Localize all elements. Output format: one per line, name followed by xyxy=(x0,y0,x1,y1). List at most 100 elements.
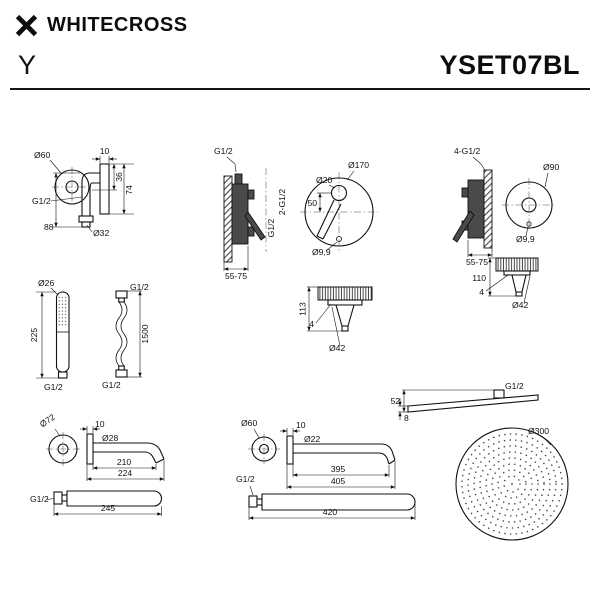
label-trim-hole-dia: Ø9,9 xyxy=(312,241,338,257)
dim-arm-420: 420 xyxy=(248,504,416,520)
dim-label: 50 xyxy=(307,198,317,208)
arm-extension-tube xyxy=(261,493,416,511)
trim-hole xyxy=(336,236,342,242)
trim-plate xyxy=(304,177,374,247)
arm-extension-nut xyxy=(248,495,258,508)
dim-label: G1/2 xyxy=(214,146,233,156)
dim-label: 210 xyxy=(117,457,132,467)
label-head-thread: G1/2 xyxy=(505,381,524,391)
drawing-head-face: Ø300 xyxy=(455,426,569,541)
label-handle-dia: Ø20 xyxy=(316,175,336,189)
label-outlet-flange-dia: Ø60 xyxy=(34,150,62,174)
valve-lever xyxy=(452,210,475,243)
dim-label: 405 xyxy=(331,476,346,486)
label-head-dia: Ø300 xyxy=(528,426,552,446)
dim-label: 420 xyxy=(323,507,338,517)
hose-wave xyxy=(120,301,128,367)
escutcheon-edge xyxy=(503,270,531,276)
dim-label: 395 xyxy=(331,464,346,474)
label-spout-tube-dia: Ø28 xyxy=(102,433,118,443)
dim-label: 4 xyxy=(309,319,314,329)
dim-trim-flange: 4 xyxy=(309,303,332,329)
drawing-mixer-b: 4-G1/2 55-75 Ø90 Ø9 xyxy=(452,146,559,310)
hand-shower-nut xyxy=(57,371,68,379)
dim-hand-shower-length: 225 xyxy=(29,291,58,379)
wall-section xyxy=(483,169,493,249)
drawing-outlet-elbow: Ø60 10 36 xyxy=(32,146,134,238)
dim-outlet-height: 88 xyxy=(44,172,82,232)
body-taper xyxy=(335,304,355,327)
dim-label: Ø60 xyxy=(34,150,50,160)
valve-port xyxy=(461,187,469,198)
label-rough-in-thread-top: G1/2 xyxy=(214,146,237,173)
dim-label: G1/2 xyxy=(32,196,51,206)
dim-label: G1/2 xyxy=(30,494,49,504)
dim-mixer-b-height: 110 xyxy=(472,257,519,297)
dim-label: Ø32 xyxy=(93,228,109,238)
label-hose-thread-bottom: G1/2 xyxy=(102,380,121,390)
label-threads-side: 2-G1/2 xyxy=(277,189,287,215)
drawing-hand-shower: Ø26 225 G1/2 xyxy=(29,278,70,392)
valve-port xyxy=(247,189,255,200)
dim-label: 88 xyxy=(44,222,54,232)
label-mixer-b-threads: 4-G1/2 xyxy=(454,146,487,173)
label-mixer-b-hole-dia: Ø9,9 xyxy=(516,226,535,244)
dim-arm-plate-depth: 10 xyxy=(280,420,306,435)
dim-label: 113 xyxy=(298,302,308,316)
arm-wall-plate xyxy=(286,435,294,465)
dim-label: G1/2 xyxy=(236,474,255,484)
dim-label: 245 xyxy=(101,503,116,513)
valve-port xyxy=(247,226,255,237)
dim-outlet-36: 36 xyxy=(92,163,134,191)
spray-face-dots xyxy=(58,296,67,326)
head-face-rim xyxy=(455,427,569,541)
valve-body xyxy=(231,183,249,245)
dim-label: Ø9,9 xyxy=(312,247,331,257)
body-taper xyxy=(511,274,527,293)
label-arm-tube-dia: Ø22 xyxy=(304,434,320,444)
dim-label: 52 xyxy=(390,396,400,406)
dim-spout-224: 224 xyxy=(86,460,165,481)
brand-name: WHITECROSS xyxy=(47,14,188,36)
dim-label: 10 xyxy=(100,146,110,156)
dim-label: 74 xyxy=(124,185,134,195)
dim-label: Ø72 xyxy=(38,412,57,430)
dim-label: 36 xyxy=(114,172,124,182)
trim-hole xyxy=(526,221,532,227)
hose-wave xyxy=(115,301,123,367)
dim-label: Ø170 xyxy=(348,160,369,170)
hose-nut-bottom xyxy=(115,369,128,378)
drawing-mixer-a-trim-side: 113 4 Ø42 xyxy=(298,286,373,353)
dim-label: 10 xyxy=(296,420,306,430)
drawing-mixer-a-rough-in: G1/2 2-G1/2 G1/2 55-75 xyxy=(214,146,287,281)
head-center-dot xyxy=(511,483,513,485)
label-hand-shower-thread: G1/2 xyxy=(44,382,63,392)
escutcheon-edge xyxy=(327,299,363,306)
spout-wall-plate xyxy=(86,433,94,465)
label-outlet-dia: Ø32 xyxy=(86,224,109,238)
label-outlet-thread: G1/2 xyxy=(32,196,83,206)
x-cross-icon xyxy=(15,14,38,37)
body-knurl xyxy=(317,286,373,301)
wall-section xyxy=(223,175,233,263)
drawing-shower-arm: Ø60 10 Ø22 395 xyxy=(236,418,416,520)
dim-label: 55-75 xyxy=(466,257,488,267)
dim-spout-plate-depth: 10 xyxy=(80,419,105,433)
shower-arm-tube xyxy=(293,443,396,461)
dim-trim-height: 113 xyxy=(298,286,342,332)
valve-top-port xyxy=(234,173,243,185)
dim-label: Ø26 xyxy=(38,278,54,288)
dim-head-thickness: 8 xyxy=(398,398,409,423)
dim-label: Ø42 xyxy=(329,343,345,353)
head-nipple xyxy=(493,389,505,399)
dim-label: Ø300 xyxy=(528,426,549,436)
label-thread-out: G1/2 xyxy=(266,218,276,237)
body-tip xyxy=(341,325,349,332)
spout-flange-front xyxy=(48,434,78,464)
valve-body xyxy=(467,179,485,239)
model-code: YSET07BL xyxy=(439,50,580,80)
dim-label: 10 xyxy=(95,419,105,429)
label-mixer-b-body-dia: Ø42 xyxy=(512,275,531,310)
drawing-head-side: G1/2 52 8 xyxy=(390,381,539,423)
